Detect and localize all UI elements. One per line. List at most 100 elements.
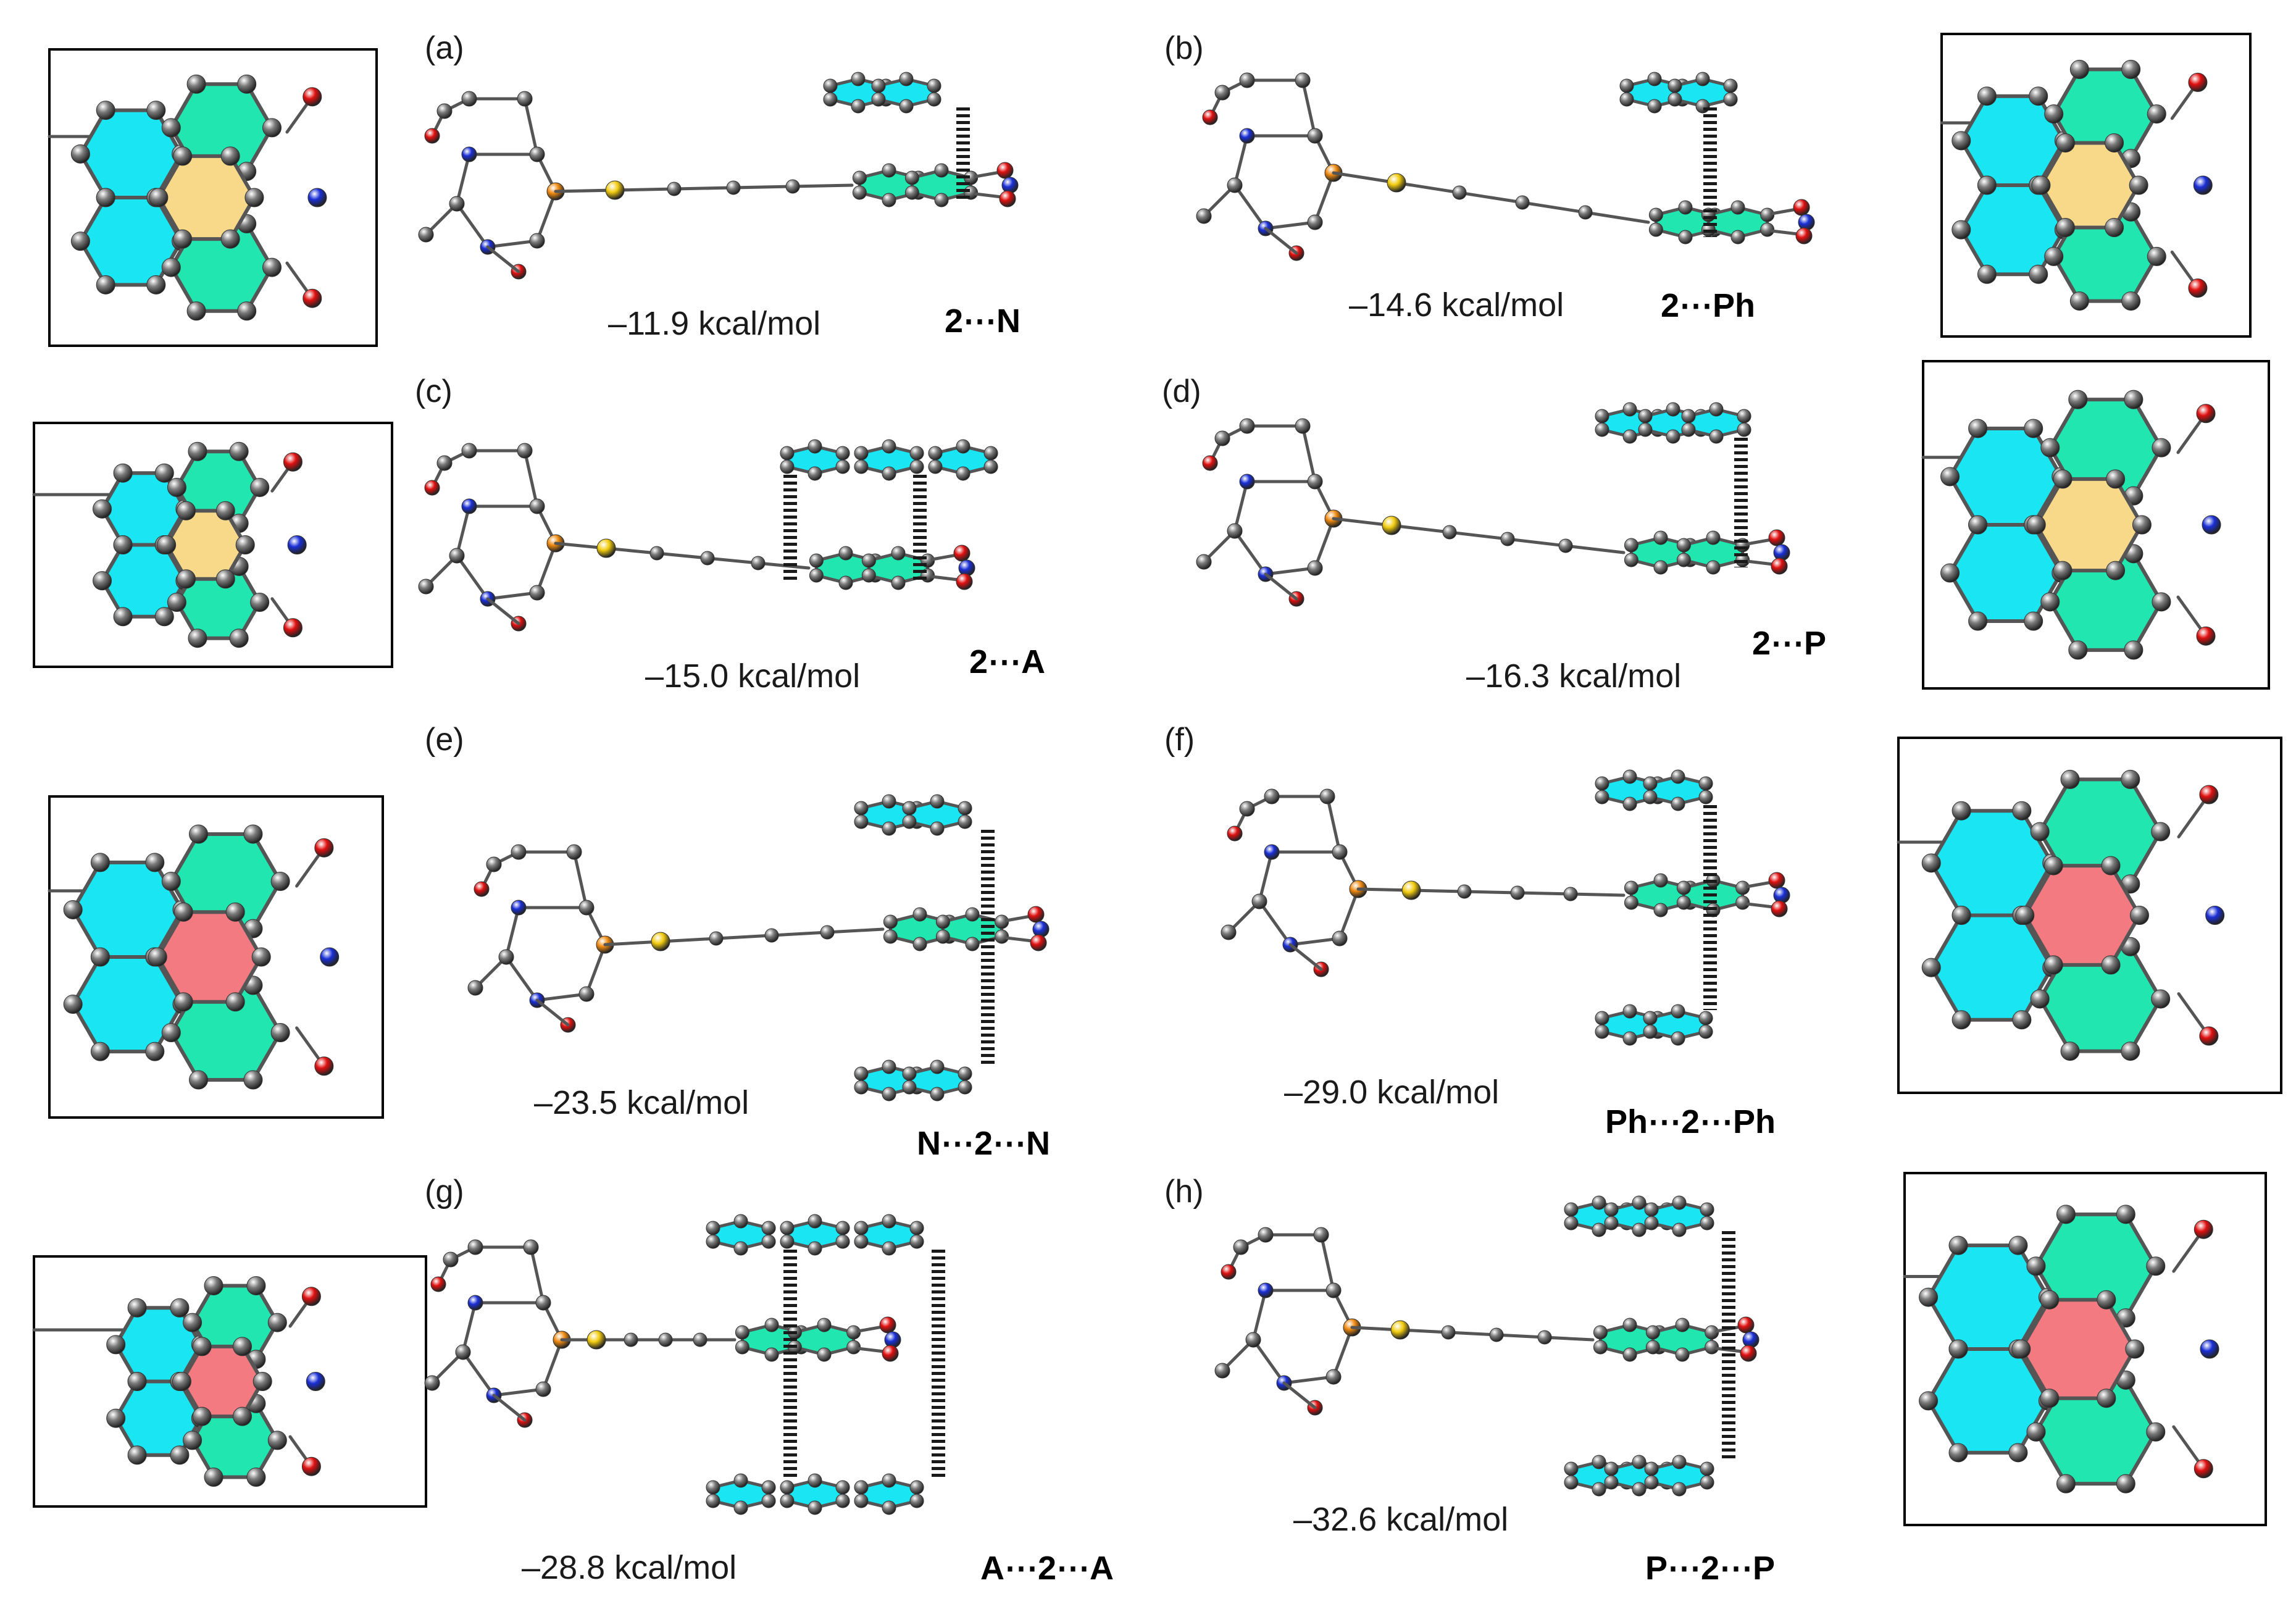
atom-C — [461, 443, 477, 459]
atom-C — [204, 1276, 223, 1295]
atom-C — [965, 907, 980, 922]
atom-C — [854, 1234, 869, 1249]
atom-C — [823, 92, 838, 107]
atom-C — [189, 1070, 209, 1090]
atom-C — [146, 101, 166, 120]
inset-ring — [179, 1344, 265, 1419]
atom-C — [2012, 801, 2032, 821]
atom-C — [882, 794, 896, 809]
atom-C — [882, 1087, 896, 1101]
atom-C — [127, 1298, 147, 1318]
atom-C — [1977, 86, 1997, 106]
atom-C — [2056, 1474, 2076, 1494]
atom-C — [658, 1332, 673, 1347]
atom-C — [1672, 1482, 1687, 1497]
atom-C — [1622, 429, 1637, 444]
atom-N — [2200, 1339, 2219, 1359]
top-view-inset — [48, 795, 384, 1119]
atom-C — [1622, 1031, 1637, 1046]
atom-N — [1773, 887, 1790, 904]
atom-C — [861, 553, 876, 568]
atom-C — [173, 902, 193, 922]
atom-C — [1619, 78, 1634, 93]
atom-N — [1258, 1282, 1274, 1298]
bond — [1282, 1381, 1317, 1410]
top-view-inset — [1897, 737, 2282, 1094]
atom-C — [871, 92, 886, 107]
atom-C — [2125, 1339, 2145, 1359]
atom-C — [436, 103, 453, 119]
bond — [1350, 1326, 1595, 1342]
atom-C — [70, 232, 90, 251]
bond — [554, 541, 811, 570]
atom-C — [229, 441, 249, 461]
atom-C — [958, 1066, 972, 1081]
atom-C — [161, 118, 181, 138]
atom-G — [1387, 173, 1406, 193]
atom-N — [1032, 921, 1050, 938]
atom-O — [1030, 934, 1047, 951]
atom-C — [935, 929, 950, 944]
atom-C — [1622, 1318, 1637, 1332]
atom-C — [127, 1372, 147, 1391]
top-view-inset — [32, 1255, 427, 1508]
atom-O — [2199, 785, 2219, 804]
atom-C — [2121, 769, 2140, 789]
atom-C — [1457, 884, 1472, 899]
atom-C — [1632, 1455, 1647, 1469]
atom-C — [1558, 538, 1573, 553]
atom-C — [1307, 560, 1323, 576]
atom-C — [1644, 1461, 1659, 1476]
atom-C — [835, 1480, 850, 1495]
atom-C — [934, 193, 949, 207]
atom-O — [283, 618, 303, 638]
atom-C — [1632, 1482, 1647, 1497]
atom-C — [1698, 790, 1713, 804]
atom-C — [1624, 538, 1639, 553]
atom-C — [1676, 880, 1691, 895]
atom-C — [854, 1221, 869, 1235]
atom-C — [1452, 185, 1467, 200]
atom-C — [2105, 133, 2124, 153]
atom-C — [1977, 175, 1997, 195]
atom-C — [891, 575, 906, 590]
panel-label-a: (a) — [425, 30, 464, 66]
atom-C — [2008, 1443, 2028, 1463]
atom-C — [909, 1221, 924, 1235]
atom-C — [1647, 72, 1662, 86]
atom-C — [935, 914, 950, 929]
atom-C — [958, 814, 972, 829]
atom-C — [443, 1251, 459, 1268]
atom-C — [2055, 218, 2075, 238]
atom-C — [146, 275, 166, 295]
atom-C — [145, 853, 165, 872]
atom-C — [882, 1059, 896, 1074]
bond — [1356, 887, 1626, 897]
atom-C — [1489, 1327, 1504, 1342]
atom-C — [220, 146, 240, 166]
atom-N — [1239, 128, 1255, 144]
atom-C — [188, 441, 207, 461]
atom-C — [780, 1221, 795, 1235]
atom-C — [436, 455, 453, 471]
atom-C — [1948, 1443, 1968, 1463]
complex-name-g: A⋯2⋯A — [980, 1550, 1114, 1587]
atom-C — [835, 459, 850, 474]
atom-C — [1760, 207, 1775, 222]
atom-C — [882, 821, 896, 836]
atom-C — [1251, 893, 1267, 909]
complex-name-h: P⋯2⋯P — [1645, 1550, 1776, 1587]
atom-C — [1592, 1195, 1606, 1210]
atom-C — [1648, 222, 1663, 237]
atom-O — [2196, 404, 2216, 424]
atom-C — [2121, 59, 2141, 79]
atom-C — [1675, 1347, 1690, 1362]
binding-energy-d: –16.3 kcal/mol — [1466, 658, 1682, 695]
atom-C — [1227, 523, 1243, 539]
atom-C — [852, 170, 867, 185]
atom-C — [90, 947, 110, 967]
bond — [1233, 529, 1267, 576]
atom-C — [956, 439, 971, 454]
atom-C — [63, 995, 83, 1014]
atom-O — [2188, 72, 2208, 92]
